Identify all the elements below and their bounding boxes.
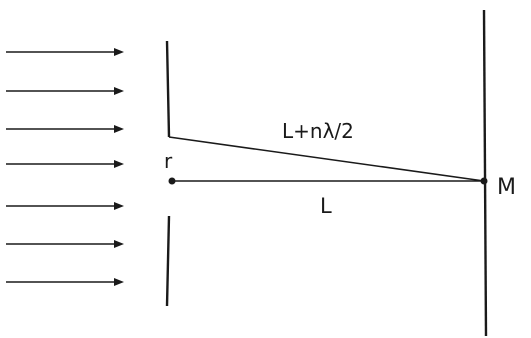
incident-ray — [6, 160, 124, 168]
screen-point — [480, 177, 488, 185]
incident-ray — [6, 278, 124, 286]
incident-ray — [6, 125, 124, 133]
incident-ray — [6, 87, 124, 95]
observation-screen — [482, 9, 488, 337]
aperture-lower-plate — [165, 215, 171, 307]
screen-point-label: M — [497, 175, 516, 200]
direct-path-label: L — [320, 194, 332, 218]
aperture-point-label: r — [164, 149, 173, 173]
incident-ray — [6, 202, 124, 210]
incident-ray — [6, 48, 124, 56]
slant-path-label: L+nλ/2 — [282, 119, 354, 143]
incident-rays — [6, 48, 124, 286]
aperture-center-point — [168, 177, 176, 185]
incident-ray — [6, 240, 124, 248]
slant-path-line — [168, 136, 485, 182]
aperture-upper-plate — [165, 40, 171, 138]
